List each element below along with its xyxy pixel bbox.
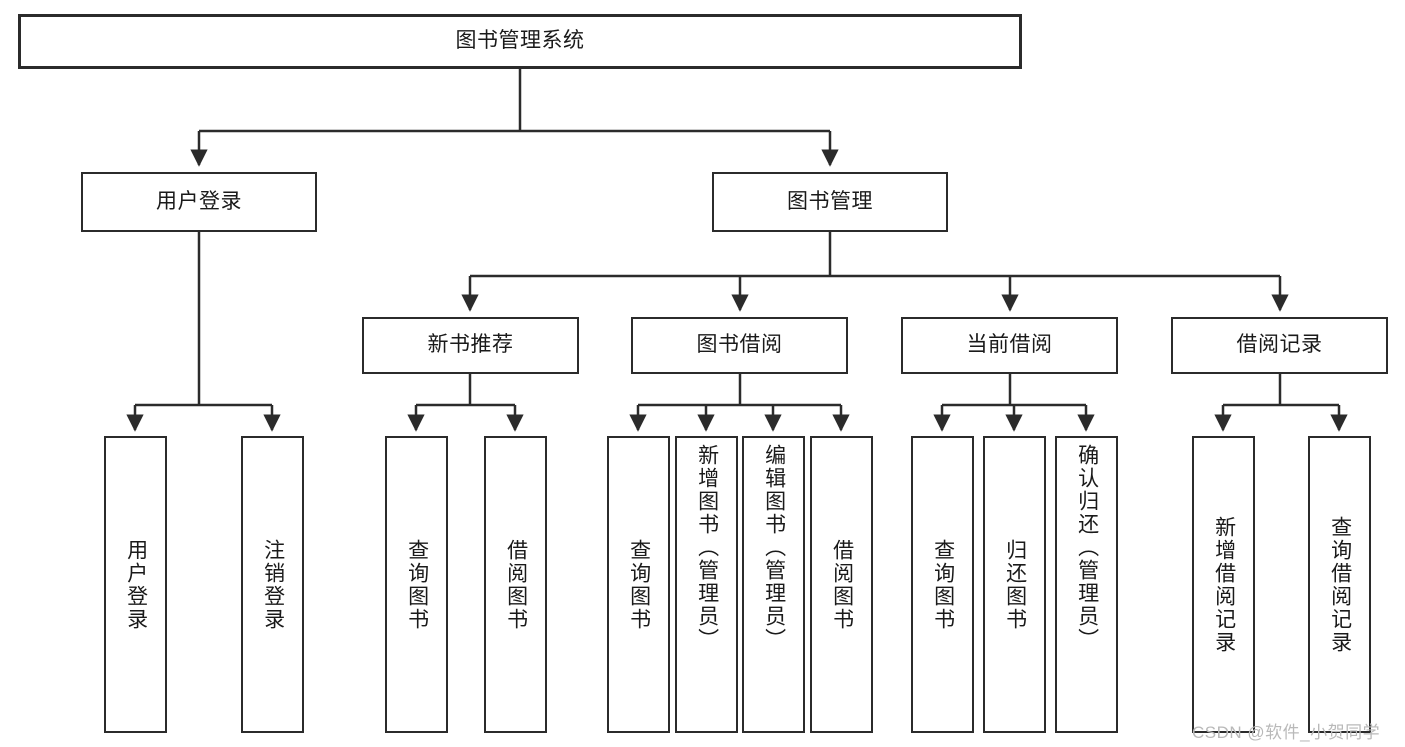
node-leaf-edit-book[interactable]: 编辑图书（管理员） bbox=[742, 436, 805, 733]
node-borrow-record-label: 借阅记录 bbox=[1236, 333, 1323, 357]
node-new-book-recommend-label: 新书推荐 bbox=[427, 333, 514, 357]
node-current-borrow-label: 当前借阅 bbox=[966, 333, 1053, 357]
node-leaf-query-book-1[interactable]: 查询图书 bbox=[385, 436, 448, 733]
node-leaf-add-book-label: 新增图书（管理员） bbox=[695, 444, 719, 651]
node-leaf-query-book-2-label: 查询图书 bbox=[627, 538, 651, 631]
node-current-borrow[interactable]: 当前借阅 bbox=[901, 317, 1118, 374]
node-root-label: 图书管理系统 bbox=[455, 29, 585, 53]
node-root-system[interactable]: 图书管理系统 bbox=[18, 14, 1022, 69]
node-leaf-query-book-2[interactable]: 查询图书 bbox=[607, 436, 670, 733]
node-book-borrow-label: 图书借阅 bbox=[696, 333, 783, 357]
node-leaf-return-book[interactable]: 归还图书 bbox=[983, 436, 1046, 733]
node-leaf-borrow-book-2-label: 借阅图书 bbox=[830, 538, 854, 631]
node-leaf-query-book-1-label: 查询图书 bbox=[405, 538, 429, 631]
node-leaf-add-record[interactable]: 新增借阅记录 bbox=[1192, 436, 1255, 733]
node-leaf-confirm-return-label: 确认归还（管理员） bbox=[1075, 444, 1099, 651]
node-leaf-borrow-book-2[interactable]: 借阅图书 bbox=[810, 436, 873, 733]
csdn-watermark: CSDN @软件_小贺同学 bbox=[1192, 723, 1381, 742]
node-user-login[interactable]: 用户登录 bbox=[81, 172, 317, 232]
node-book-manage-label: 图书管理 bbox=[787, 189, 873, 213]
node-leaf-add-record-label: 新增借阅记录 bbox=[1212, 515, 1236, 654]
node-leaf-borrow-book-1[interactable]: 借阅图书 bbox=[484, 436, 547, 733]
node-leaf-edit-book-label: 编辑图书（管理员） bbox=[762, 444, 786, 651]
node-leaf-query-book-3[interactable]: 查询图书 bbox=[911, 436, 974, 733]
node-leaf-logout[interactable]: 注销登录 bbox=[241, 436, 304, 733]
node-user-login-label: 用户登录 bbox=[156, 189, 242, 213]
node-book-manage[interactable]: 图书管理 bbox=[712, 172, 948, 232]
node-leaf-confirm-return[interactable]: 确认归还（管理员） bbox=[1055, 436, 1118, 733]
node-leaf-add-book[interactable]: 新增图书（管理员） bbox=[675, 436, 738, 733]
node-new-book-recommend[interactable]: 新书推荐 bbox=[362, 317, 579, 374]
node-leaf-user-login-label: 用户登录 bbox=[124, 538, 148, 631]
node-book-borrow[interactable]: 图书借阅 bbox=[631, 317, 848, 374]
node-leaf-borrow-book-1-label: 借阅图书 bbox=[504, 538, 528, 631]
node-leaf-query-book-3-label: 查询图书 bbox=[931, 538, 955, 631]
node-leaf-return-book-label: 归还图书 bbox=[1003, 538, 1027, 631]
node-leaf-user-login[interactable]: 用户登录 bbox=[104, 436, 167, 733]
node-leaf-query-record-label: 查询借阅记录 bbox=[1328, 515, 1352, 654]
node-leaf-logout-label: 注销登录 bbox=[261, 538, 285, 631]
node-borrow-record[interactable]: 借阅记录 bbox=[1171, 317, 1388, 374]
node-leaf-query-record[interactable]: 查询借阅记录 bbox=[1308, 436, 1371, 733]
